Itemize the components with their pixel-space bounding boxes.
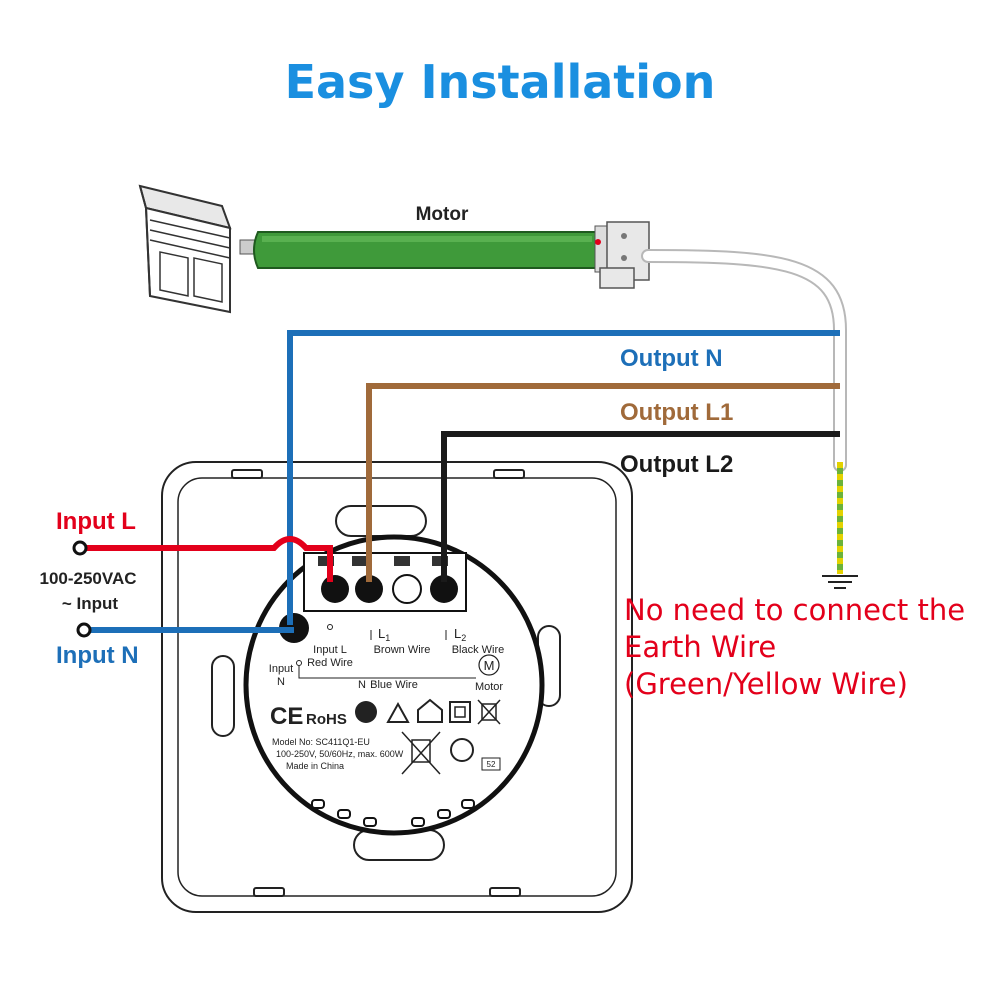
weee-bin-icon [477,699,501,725]
terminal-label-l2: L2 [454,626,466,643]
terminal-label-blue-wire: Blue Wire [370,679,418,691]
terminal-label-input-n-top: Input [269,663,293,675]
terminal-label-l1: L1 [378,626,390,643]
input-l-label: Input L [56,508,136,535]
terminal-label-motor: Motor [475,681,503,693]
earth-note-line2: Earth Wire [624,630,776,664]
motor-symbol-letter: M [484,658,495,673]
input-n-label: Input N [56,642,139,669]
page-title: Easy Installation [285,55,716,109]
terminal-label-black-wire: Black Wire [452,644,505,656]
ce-mark: CE [270,703,303,730]
spec-badge [481,757,501,771]
earth-note-line3: (Green/Yellow Wire) [624,667,908,701]
input-n-point [76,622,92,638]
terminal-label-red-wire: Red Wire [307,657,353,669]
spec-origin: Made in China [286,761,344,771]
ground-icon [822,575,858,589]
terminal-label-input-l: Input L [313,644,347,656]
output-l2-wire [441,431,840,582]
motor-icon [239,221,650,289]
weee-large-icon [401,731,441,775]
spec-model: Model No: SC411Q1-EU [272,737,370,747]
output-n-label: Output N [620,345,723,372]
input-l-point [72,540,88,556]
double-insulation-icon [449,701,471,723]
window-blind-icon [138,184,232,314]
spec-rating: 100-250V, 50/60Hz, max. 600W [276,749,404,759]
output-l1-label: Output L1 [620,399,733,426]
recycle-icon [386,701,410,723]
terminal-l2 [430,575,458,603]
motor-symbol-icon [478,654,500,676]
input-l-wire [82,536,333,582]
module-rim-notches [311,799,475,827]
output-l2-label: Output L2 [620,451,733,478]
terminal-label-n: N [358,679,366,691]
terminal-label-input-n-bottom: N [277,676,285,688]
earth-note-line1: No need to connect the [624,593,965,627]
voltage-label: 100-250VAC [39,569,136,588]
terminal-label-brown-wire: Brown Wire [374,644,431,656]
terminal-empty [392,574,422,604]
rohs-mark: RoHS [306,711,347,728]
tidyman-icon [450,738,474,762]
output-l1-wire [366,383,840,582]
output-n-wire [287,330,840,625]
recycle-arrow-icon [355,701,377,723]
spec-badge-text: 52 [487,760,496,769]
house-icon [417,698,443,723]
input-label: ~ Input [62,594,119,613]
motor-label: Motor [416,204,469,225]
terminal-input-l [321,575,349,603]
terminal-l1 [355,575,383,603]
